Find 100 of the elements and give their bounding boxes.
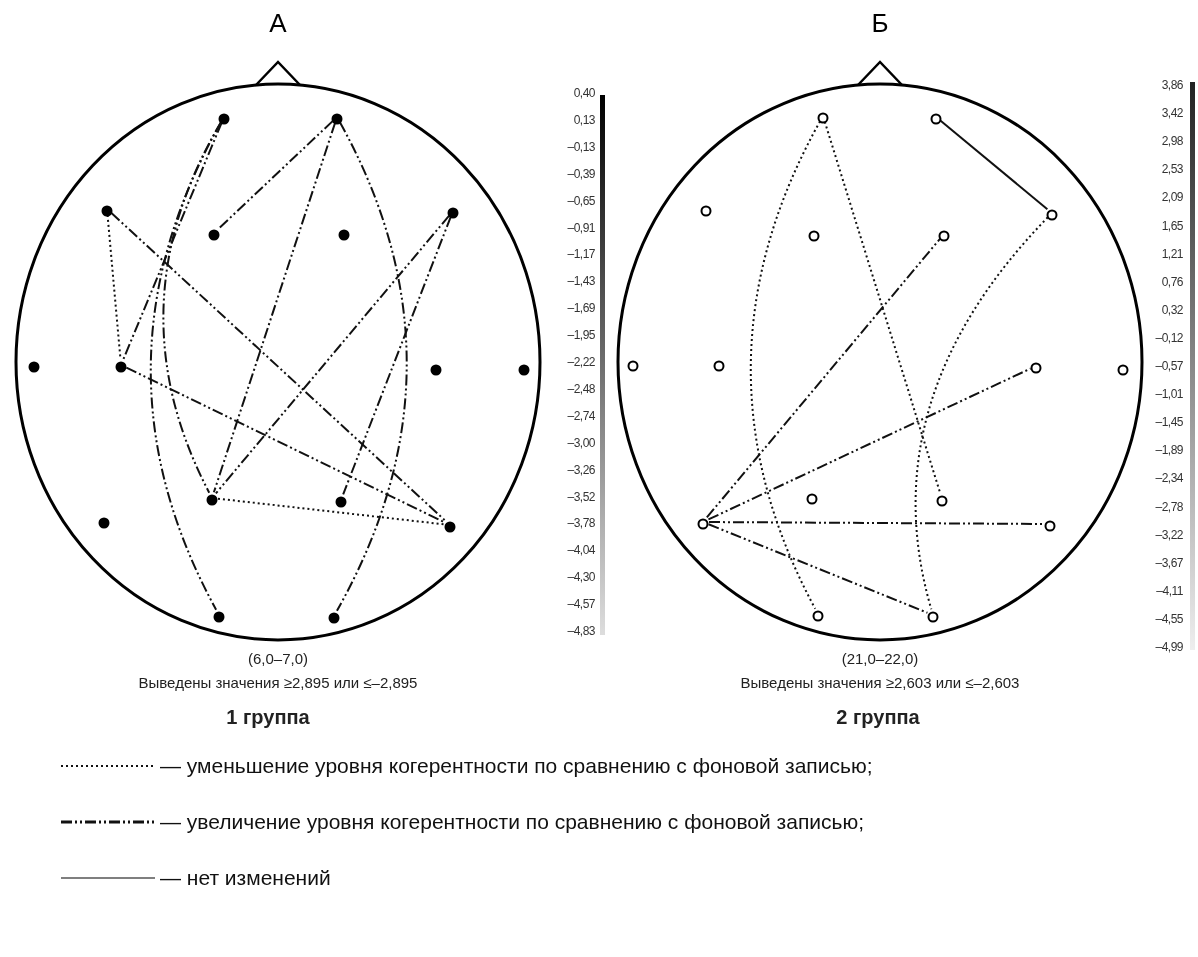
- electrode-dot: [98, 515, 110, 527]
- scale-value: –0,57: [1154, 359, 1183, 373]
- scale-value: 2,98: [1160, 134, 1183, 149]
- scale-value: –0,12: [1154, 330, 1183, 345]
- electrode-dot: [518, 362, 530, 374]
- connection-line: [705, 237, 942, 519]
- scale-value: –2,78: [1154, 499, 1183, 514]
- scale-value: 2,09: [1160, 190, 1183, 205]
- scale-value: –3,00: [566, 435, 595, 450]
- scale-value: –0,65: [566, 193, 595, 208]
- scale-value: –3,78: [566, 516, 595, 531]
- scale-value: –4,11: [1155, 583, 1183, 598]
- electrode-dot: [213, 609, 225, 621]
- scale-value: –3,22: [1154, 527, 1183, 542]
- scale-value: –1,95: [566, 328, 595, 343]
- electrode-circle: [697, 516, 709, 528]
- connection-line: [122, 121, 223, 361]
- electrode-dot: [206, 492, 218, 504]
- scale-value: 1,21: [1160, 246, 1183, 261]
- electrode-dot: [338, 227, 350, 239]
- electrode-circle: [808, 228, 820, 240]
- scale-value: –2,74: [566, 408, 595, 423]
- electrode-dot: [335, 494, 347, 506]
- connection-line: [216, 497, 446, 526]
- panel-letter: Б: [871, 8, 889, 39]
- electrode-dot: [115, 359, 127, 371]
- connection-line: [939, 119, 1049, 211]
- electrode-circle: [936, 493, 948, 505]
- scale-value: 1,65: [1160, 218, 1183, 233]
- connection-line: [335, 121, 408, 612]
- scale-value: –1,43: [566, 274, 595, 289]
- electrode-dot: [444, 519, 456, 531]
- connection-line: [125, 366, 446, 524]
- connection-line: [212, 121, 337, 494]
- legend-text: — нет изменений: [160, 865, 332, 891]
- electrode-dot: [28, 359, 40, 371]
- scale-value: –0,91: [566, 220, 595, 235]
- scale-value: –4,99: [1154, 640, 1183, 654]
- connection-line: [707, 523, 929, 614]
- scale-value: –0,39: [566, 166, 595, 181]
- group-title: 2 группа: [836, 706, 920, 729]
- scale-value: –3,26: [566, 462, 595, 477]
- scale-value: 3,42: [1160, 106, 1183, 121]
- electrode-circle: [806, 491, 818, 503]
- node-label: Выведены значения ≥2,895 или ≤–2,895: [138, 674, 418, 691]
- scale-value: –3,67: [1154, 555, 1183, 570]
- scale-value: 0,13: [572, 112, 595, 127]
- scale-value: 2,53: [1160, 162, 1183, 177]
- legend-text: — уменьшение уровня когерентности по сравнению с фоновой записью;: [160, 753, 874, 779]
- scale-value: –1,17: [566, 247, 595, 262]
- scale-value: –4,57: [566, 597, 595, 612]
- scale-value: –1,89: [1154, 443, 1183, 458]
- electrode-circle: [927, 609, 939, 621]
- connection-line: [749, 120, 822, 610]
- scale-value: –1,45: [1154, 415, 1183, 430]
- connection-line: [162, 121, 222, 494]
- connection-line: [214, 214, 451, 495]
- scale-value: 0,32: [1160, 302, 1183, 317]
- scale-value: –0,13: [566, 139, 595, 154]
- electrode-circle: [1044, 518, 1056, 530]
- scale-value: –2,34: [1154, 471, 1183, 486]
- connection-line: [708, 521, 1045, 525]
- scale-value: –2,48: [566, 381, 595, 396]
- node-label: (6,0–7,0): [248, 650, 308, 667]
- scale-value: –2,22: [566, 355, 595, 369]
- electrode-circle: [1046, 207, 1058, 219]
- connection-line: [149, 121, 223, 611]
- electrode-circle: [812, 608, 824, 620]
- connection-line: [342, 215, 452, 496]
- legend-text: — увеличение уровня когерентности по сравнению с фоновой записью;: [160, 809, 866, 835]
- electrode-circle: [1030, 360, 1042, 372]
- scale-value: 0,76: [1160, 274, 1183, 289]
- scale-value: –3,52: [566, 489, 595, 504]
- connection-line: [110, 212, 447, 522]
- electrode-circle: [930, 111, 942, 123]
- scale-value: –1,69: [566, 301, 595, 316]
- electrode-dot: [208, 227, 220, 239]
- panel-letter: А: [269, 8, 287, 39]
- node-label: Выведены значения ≥2,603 или ≤–2,603: [740, 674, 1020, 691]
- connection-line: [217, 120, 334, 230]
- electrode-circle: [817, 110, 829, 122]
- electrode-dot: [430, 362, 442, 374]
- connection-line: [707, 367, 1032, 521]
- scale-value: –4,30: [566, 570, 595, 585]
- scale-value: –1,01: [1154, 387, 1183, 402]
- electrode-dot: [328, 610, 340, 622]
- scale-value: –4,04: [566, 543, 595, 558]
- electrode-circle: [938, 228, 950, 240]
- electrode-dot: [101, 203, 113, 215]
- scale-value: –4,83: [566, 624, 595, 638]
- electrode-dot: [218, 111, 230, 123]
- group-title: 1 группа: [226, 706, 310, 729]
- scale-value: 3,86: [1160, 78, 1183, 92]
- electrode-circle: [627, 358, 639, 370]
- electrode-dot: [331, 111, 343, 123]
- electrode-circle: [700, 203, 712, 215]
- electrode-circle: [1117, 362, 1129, 374]
- electrode-dot: [447, 205, 459, 217]
- electrode-circle: [713, 358, 725, 370]
- scale-value: 0,40: [572, 86, 595, 100]
